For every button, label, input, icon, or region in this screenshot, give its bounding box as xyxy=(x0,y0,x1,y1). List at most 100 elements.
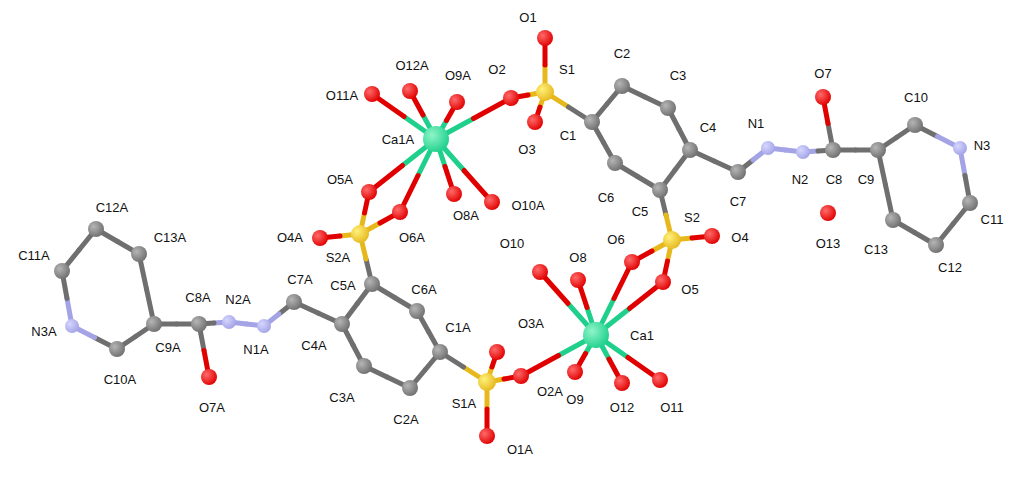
atom-label: C9A xyxy=(154,341,181,355)
atom-label: O1 xyxy=(518,11,537,25)
atom-label: C10A xyxy=(103,373,138,387)
atom-label: O8A xyxy=(452,209,480,223)
atom-label: C3 xyxy=(669,69,688,83)
atom-label: N1A xyxy=(242,343,269,357)
atom-label: S2 xyxy=(683,211,701,225)
atom-label: N2A xyxy=(224,293,251,307)
atom-sphere xyxy=(484,194,500,210)
atom-sphere xyxy=(503,90,519,106)
atom-label: Ca1A xyxy=(381,133,416,147)
atom-label: N3A xyxy=(30,325,57,339)
atom-label: O5A xyxy=(326,173,354,187)
atom-label: O13 xyxy=(815,237,842,251)
atom-label: C5 xyxy=(631,205,650,219)
atom-sphere xyxy=(682,142,698,158)
atom-sphere xyxy=(146,316,162,332)
atom-label: O1A xyxy=(506,443,534,457)
atom-label: O4A xyxy=(276,231,304,245)
atom-sphere xyxy=(334,316,350,332)
atom-sphere xyxy=(652,182,668,198)
atom-label: S1A xyxy=(451,397,478,411)
atom-label: C6A xyxy=(410,283,437,297)
atom-sphere xyxy=(88,221,104,237)
atom-sphere xyxy=(928,237,944,253)
atom-sphere xyxy=(479,428,495,444)
atom-sphere xyxy=(570,272,586,288)
atom-sphere xyxy=(624,254,640,270)
atom-sphere xyxy=(364,276,380,292)
atom-sphere xyxy=(402,83,418,99)
atom-sphere xyxy=(478,373,496,391)
atom-label: C6 xyxy=(597,191,616,205)
atom-label: S1 xyxy=(558,63,576,77)
atom-sphere xyxy=(796,145,810,159)
atom-label: C7A xyxy=(286,273,313,287)
atom-label: C1A xyxy=(444,321,471,335)
atom-label: C10 xyxy=(903,91,929,105)
atom-label: O11A xyxy=(325,89,359,103)
atom-sphere xyxy=(607,155,623,171)
atom-label: C12A xyxy=(95,201,130,215)
atom-sphere xyxy=(351,225,369,243)
atom-sphere xyxy=(446,186,462,202)
atom-sphere xyxy=(312,230,328,246)
atom-sphere xyxy=(815,89,831,105)
atom-label: O4 xyxy=(730,231,749,245)
atom-sphere xyxy=(257,319,271,333)
atom-sphere xyxy=(730,164,746,180)
atom-label: O3 xyxy=(517,143,536,157)
atom-sphere xyxy=(392,204,408,220)
atom-sphere xyxy=(364,86,380,102)
atom-sphere xyxy=(191,316,207,332)
atom-label: O2A xyxy=(536,385,564,399)
atom-label: C12 xyxy=(937,261,963,275)
atom-label: O10A xyxy=(510,199,545,213)
atom-label: O11 xyxy=(659,401,685,415)
atom-label: C5A xyxy=(329,279,356,293)
atom-sphere xyxy=(584,114,600,130)
atom-label: Ca1 xyxy=(629,329,655,343)
atom-sphere xyxy=(885,212,901,228)
atom-label: C2 xyxy=(613,47,632,61)
atom-sphere xyxy=(201,369,217,385)
atom-sphere xyxy=(109,341,125,357)
atom-sphere xyxy=(953,141,967,155)
atom-label: O5 xyxy=(680,283,699,297)
atom-sphere xyxy=(65,319,79,333)
atom-sphere xyxy=(513,368,529,384)
atom-label: C4 xyxy=(699,121,718,135)
atom-sphere xyxy=(583,322,609,348)
atom-sphere xyxy=(704,228,720,244)
atoms xyxy=(54,30,978,444)
atom-sphere xyxy=(527,114,543,130)
atom-sphere xyxy=(402,380,418,396)
atom-sphere xyxy=(614,375,630,391)
atom-sphere xyxy=(361,184,377,200)
atom-sphere xyxy=(655,274,671,290)
atom-label: O7A xyxy=(198,401,226,415)
atom-label: S2A xyxy=(325,251,352,265)
atom-label: N1 xyxy=(747,117,766,131)
atom-label: C2A xyxy=(392,413,419,427)
atom-label: O6 xyxy=(606,233,625,247)
atom-sphere xyxy=(356,358,372,374)
atom-sphere xyxy=(870,142,886,158)
atom-sphere xyxy=(567,364,583,380)
atom-sphere xyxy=(489,344,505,360)
atom-sphere xyxy=(409,303,425,319)
atom-sphere xyxy=(286,294,302,310)
atom-label: O8 xyxy=(568,251,587,265)
atom-sphere xyxy=(907,117,923,133)
atom-label: O3A xyxy=(517,317,545,331)
atom-label: N2 xyxy=(791,173,810,187)
atom-label: O7 xyxy=(813,67,832,81)
atom-label: C9 xyxy=(857,173,876,187)
atom-label: O10 xyxy=(499,237,526,251)
atom-sphere xyxy=(537,30,553,46)
atom-sphere xyxy=(449,94,465,110)
atom-label: C13 xyxy=(863,243,889,257)
atom-sphere xyxy=(532,264,548,280)
atom-sphere xyxy=(54,263,70,279)
atom-label: C8A xyxy=(184,291,211,305)
